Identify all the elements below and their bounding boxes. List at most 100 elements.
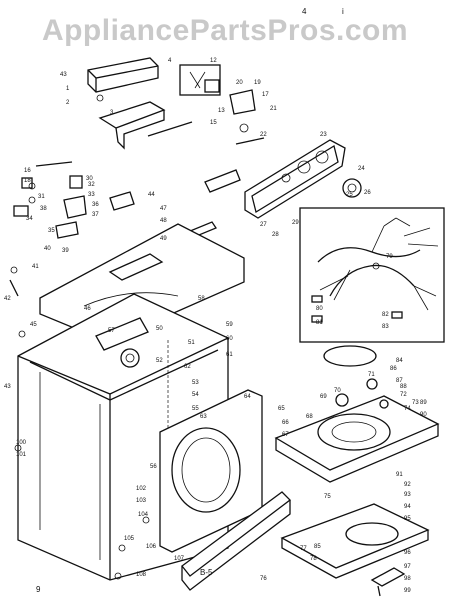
part-label: 31 [38,194,45,200]
leveling-foot [370,567,406,597]
part-label: 92 [404,482,411,488]
part-label: 22 [260,132,267,138]
part-label: 29 [292,220,299,226]
part-label: 30 [86,176,93,182]
part-label: 106 [146,544,157,550]
part-label: 85 [314,544,321,550]
part-label: 41 [32,264,39,270]
part-label: 21 [270,106,277,112]
wiring-harness-inset [299,207,445,343]
page-reference: B-5 [200,568,213,577]
part-label: 43 [60,72,67,78]
part-label: 13 [218,108,225,114]
part-label: 36 [92,202,99,208]
part-label: 108 [136,572,147,578]
top-mark-right: i [342,7,344,16]
part-label: 24 [358,166,365,172]
part-label: 81 [316,320,323,326]
cabinet-top [39,223,245,343]
part-label: 72 [400,392,407,398]
part-label: 76 [260,576,267,582]
part-label: 19 [254,80,261,86]
part-label: 102 [136,486,147,492]
part-label: 68 [306,414,313,420]
part-label: 52 [156,358,163,364]
lower-base [280,503,430,579]
top-mark-left: 4 [302,7,307,16]
part-label: 105 [124,536,135,542]
part-label: 61 [226,352,233,358]
part-label: 3 [110,110,114,116]
part-label: 45 [30,322,37,328]
part-label: 18 [24,178,31,184]
small-parts-box [179,64,221,96]
part-label: 80 [316,306,323,312]
console-bracket [87,57,159,102]
part-label: 101 [16,452,27,458]
part-label: 34 [26,216,33,222]
part-label: 99 [404,588,411,594]
drive-belt [323,345,377,367]
part-label: 43 [4,384,11,390]
part-label: 50 [156,326,163,332]
part-label: 73 [412,400,419,406]
part-label: 44 [148,192,155,198]
part-label: 88 [400,384,407,390]
part-label: 15 [210,120,217,126]
part-label: 48 [160,218,167,224]
part-label: 58 [198,296,205,302]
part-label: 82 [382,312,389,318]
part-label: 49 [160,236,167,242]
pin-rod [147,121,193,137]
part-label: 33 [88,192,95,198]
part-label: 20 [236,80,243,86]
part-label: 26 [364,190,371,196]
part-labels: 43 1 2 3 4 12 13 15 16 18 19 17 20 21 22… [4,58,427,594]
part-label: 59 [226,322,233,328]
part-label: 93 [404,492,411,498]
part-label: 107 [174,556,185,562]
part-label: 46 [84,306,91,312]
screw-parts [9,266,150,580]
part-label: 51 [188,340,195,346]
part-label: 25 [346,192,353,198]
control-console [244,139,346,219]
part-label: 83 [382,324,389,330]
part-label: 62 [184,364,191,370]
part-label: 65 [278,406,285,412]
toe-panel [181,491,291,591]
part-label: 87 [396,378,403,384]
part-label: 35 [48,228,55,234]
part-label: 63 [200,414,207,420]
part-label: 66 [282,420,289,426]
part-label: 12 [210,58,217,64]
control-knob [342,178,362,198]
base-plate [274,395,440,483]
part-label: 57 [108,328,115,334]
part-label: 55 [192,406,199,412]
part-label: 23 [320,132,327,138]
part-label: 54 [192,392,199,398]
part-label: 56 [150,464,157,470]
part-label: 32 [88,182,95,188]
part-label: 84 [396,358,403,364]
part-label: 27 [260,222,267,228]
part-label: 40 [44,246,51,252]
part-label: 78 [310,556,317,562]
part-label: 95 [404,516,411,522]
part-label: 1 [66,86,70,92]
part-label: 67 [282,432,289,438]
corner-mark: 9 [36,585,41,594]
part-label: 37 [92,212,99,218]
watermark: AppliancePartsPros.com [41,14,409,47]
part-label: 74 [404,406,411,412]
part-label: 17 [262,92,269,98]
part-label: 70 [334,388,341,394]
part-label: 42 [4,296,11,302]
part-label: 2 [66,100,70,106]
part-label: 94 [404,504,411,510]
bearing-parts [335,378,389,409]
part-label: 53 [192,380,199,386]
part-label: 96 [404,550,411,556]
